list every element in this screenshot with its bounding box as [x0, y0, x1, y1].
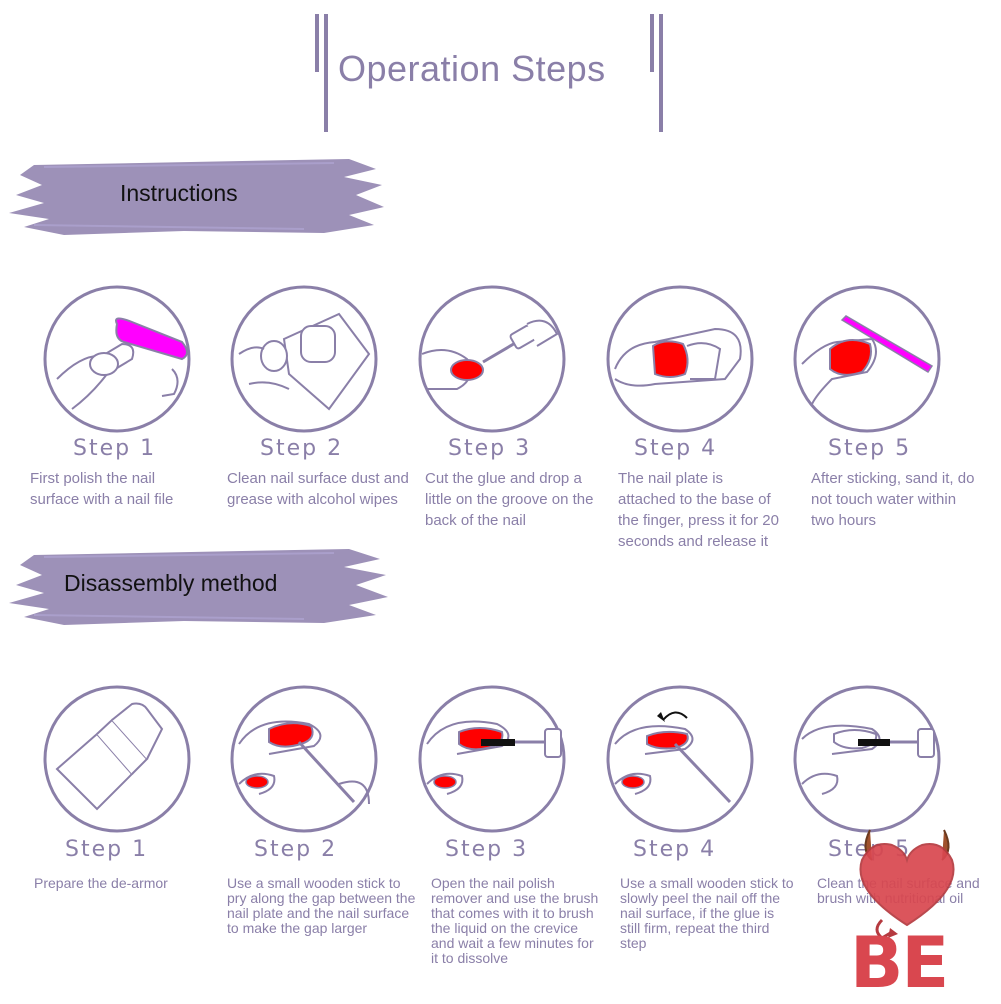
instruction-step-1-text: First polish the nail surface with a nai… — [30, 470, 174, 508]
instruction-step-1-label: Step 1 — [73, 436, 157, 461]
instruction-step-3-text: Cut the glue and drop a little on the gr… — [425, 470, 594, 529]
instruction-step-5-label: Step 5 — [828, 436, 912, 461]
devil-heart-icon — [859, 829, 955, 940]
instruction-step-5-text: After sticking, sand it, do not touch wa… — [811, 470, 975, 529]
instruction-step-4-label: Step 4 — [634, 436, 718, 461]
disassembly-step-3-label: Step 3 — [445, 837, 529, 862]
instructions-brush-stroke — [9, 159, 384, 235]
instruction-step-1-illustration — [43, 285, 191, 433]
disassembly-step-1-text: Prepare the de-armor — [34, 875, 168, 891]
disassembly-step-4-illustration — [606, 685, 754, 833]
disassembly-step-3-text: Open the nail polish remover and use the… — [431, 875, 599, 966]
instructions-heading: Instructions — [120, 180, 238, 206]
instruction-step-2-text: Clean nail surface dust and grease with … — [227, 470, 409, 508]
title-bar-right-1 — [650, 14, 654, 72]
disassembly-step-2-text: Use a small wooden stick to pry along th… — [227, 875, 416, 936]
disassembly-step-2-label: Step 2 — [254, 837, 338, 862]
disassembly-step-4-label: Step 4 — [633, 837, 717, 862]
disassembly-step-3-illustration — [418, 685, 566, 833]
disassembly-step-1-label: Step 1 — [65, 837, 149, 862]
title-bar-left-2 — [324, 14, 328, 132]
title-bar-right-2 — [659, 14, 663, 132]
instruction-step-4-illustration — [606, 285, 754, 433]
disassembly-step-4-text: Use a small wooden stick to slowly peel … — [620, 875, 794, 951]
instruction-step-2-illustration — [230, 285, 378, 433]
logo-text: BE — [850, 922, 949, 1004]
instruction-step-4-text: The nail plate is attached to the base o… — [618, 470, 779, 550]
instruction-step-2-label: Step 2 — [260, 436, 344, 461]
instruction-step-5-illustration — [793, 285, 941, 433]
instruction-step-3-illustration — [418, 285, 566, 433]
title-bar-left-1 — [315, 14, 319, 72]
instruction-step-3-label: Step 3 — [448, 436, 532, 461]
disassembly-step-1-illustration — [43, 685, 191, 833]
disassembly-step-2-illustration — [230, 685, 378, 833]
page-title: Operation Steps — [338, 48, 606, 89]
disassembly-brush-stroke — [9, 549, 388, 625]
disassembly-heading: Disassembly method — [64, 570, 278, 596]
disassembly-step-5-illustration — [793, 685, 941, 833]
